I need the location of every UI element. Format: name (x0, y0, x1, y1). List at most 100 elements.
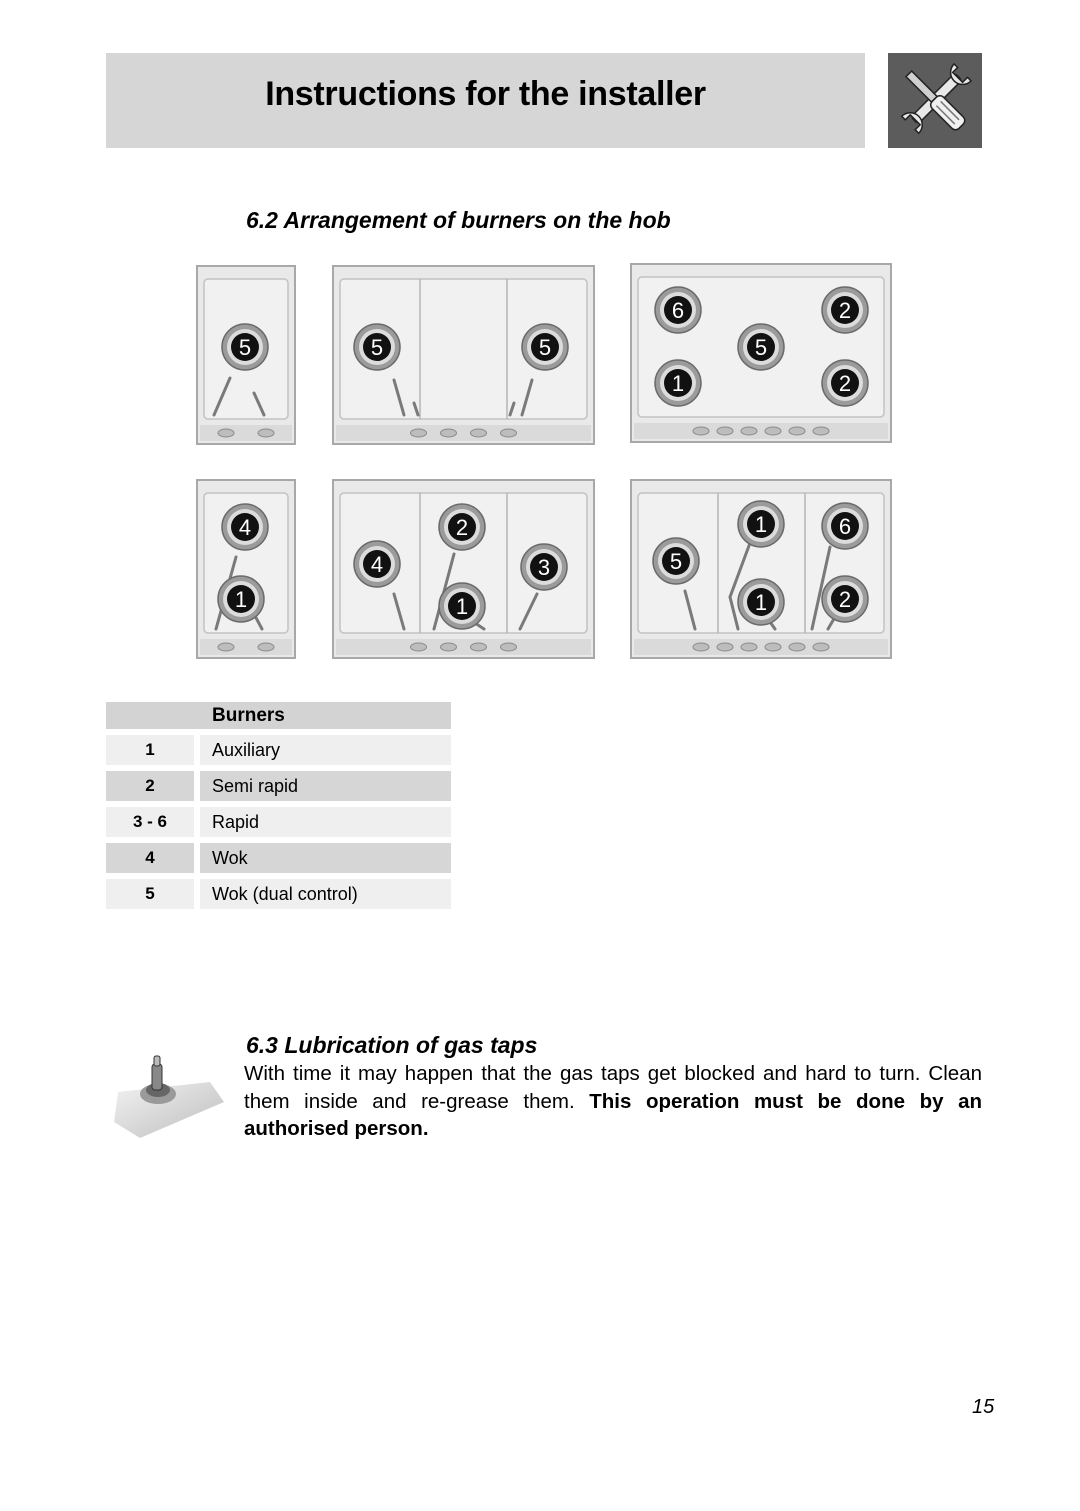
control-knob (410, 428, 427, 438)
table-row: 5 Wok (dual control) (106, 879, 451, 909)
control-knob (410, 642, 427, 652)
burner-number-label: 2 (839, 371, 851, 396)
burner-badge (227, 585, 255, 613)
burner-badge (448, 513, 476, 541)
burner-type: Auxiliary (200, 735, 451, 765)
control-panel (634, 423, 888, 439)
burner-number-label: 5 (239, 335, 251, 360)
table-row: 4 Wok (106, 843, 451, 873)
hob-diagram: 5 (196, 265, 296, 445)
gas-tap-icon (110, 1052, 228, 1140)
control-knob (764, 426, 782, 436)
control-knob (440, 428, 457, 438)
burner-badge (747, 333, 775, 361)
table-row: 2 Semi rapid (106, 771, 451, 801)
burner-number-label: 1 (456, 594, 468, 619)
burner-number-label: 6 (672, 298, 684, 323)
burner-number-label: 2 (456, 515, 468, 540)
hob-diagram: 1 6 5 1 2 (630, 479, 892, 659)
control-knob (692, 642, 710, 652)
tools-icon (888, 53, 982, 148)
lubrication-paragraph: With time it may happen that the gas tap… (244, 1060, 982, 1143)
burner-number-label: 5 (539, 335, 551, 360)
burner-number-label: 2 (839, 298, 851, 323)
burner-number-label: 1 (755, 590, 767, 615)
burner-number: 3 - 6 (106, 807, 194, 837)
control-knob (716, 426, 734, 436)
hob-diagram: 6 2 5 1 2 (630, 263, 892, 443)
burner-number-label: 5 (670, 549, 682, 574)
control-knob (470, 428, 487, 438)
burner-number: 4 (106, 843, 194, 873)
burner-number-label: 1 (755, 512, 767, 537)
burner-number-label: 1 (235, 587, 247, 612)
grate-bar (728, 541, 752, 599)
control-knob (764, 642, 782, 652)
control-knob (812, 642, 830, 652)
hob-surface (339, 492, 588, 634)
page-title: Instructions for the installer (265, 75, 706, 113)
grate-bar (520, 378, 534, 417)
burner-badge (831, 512, 859, 540)
burner-badge (448, 592, 476, 620)
lubrication-warning: This operation must be done by an author… (244, 1089, 982, 1141)
hob-diagram: 4 2 3 1 (332, 479, 595, 659)
hob-drawing: 1 6 5 1 2 (630, 479, 892, 659)
burner-number-label: 4 (371, 552, 383, 577)
burner-badge (531, 333, 559, 361)
control-panel (200, 639, 292, 655)
burner-badge (530, 553, 558, 581)
burner-badge (231, 513, 259, 541)
control-knob (740, 642, 758, 652)
control-knob (500, 428, 517, 438)
grate-bar (252, 391, 266, 417)
burner-badge (831, 585, 859, 613)
grate-bar (728, 595, 740, 631)
hob-drawing: 4 2 3 1 (332, 479, 595, 659)
burner-number-label: 3 (538, 555, 550, 580)
burner-number-label: 5 (755, 335, 767, 360)
control-panel (336, 639, 591, 655)
burner-number-label: 4 (239, 515, 251, 540)
control-knob (716, 642, 734, 652)
burner-badge (662, 547, 690, 575)
control-knob (257, 428, 275, 438)
control-knob (740, 426, 758, 436)
section-title-lubrication: 6.3 Lubrication of gas taps (246, 1032, 538, 1058)
burner-badge (363, 333, 391, 361)
burner-number-label: 5 (371, 335, 383, 360)
burner-number-label: 1 (672, 371, 684, 396)
grate-bar (212, 376, 232, 417)
control-knob (692, 426, 710, 436)
burner-number: 1 (106, 735, 194, 765)
burner-badge (664, 369, 692, 397)
burner-number-label: 2 (839, 587, 851, 612)
hob-drawing: 41 (196, 479, 296, 659)
burners-table-header: Burners (106, 702, 451, 729)
hob-surface (339, 278, 588, 420)
grate-bar (392, 378, 406, 417)
grate-bar (683, 589, 697, 631)
burner-badge (363, 550, 391, 578)
burner-number-label: 6 (839, 514, 851, 539)
section-title-burners: 6.2 Arrangement of burners on the hob (246, 207, 671, 233)
hob-drawing: 5 (196, 265, 296, 445)
burner-type: Semi rapid (200, 771, 451, 801)
burners-table: Burners 1 Auxiliary 2 Semi rapid 3 - 6 R… (106, 702, 451, 909)
control-panel (634, 639, 888, 655)
hob-drawing: 6 2 5 1 2 (630, 263, 892, 443)
grate-bar (392, 592, 406, 631)
burner-badge (831, 369, 859, 397)
control-knob (788, 426, 806, 436)
burner-number: 2 (106, 771, 194, 801)
control-panel (200, 425, 292, 441)
control-knob (440, 642, 457, 652)
grate-bar (518, 592, 539, 631)
grate-bar (508, 401, 516, 417)
burner-badge (231, 333, 259, 361)
burner-badge (747, 510, 775, 538)
burner-number: 5 (106, 879, 194, 909)
table-row: 1 Auxiliary (106, 735, 451, 765)
burner-type: Wok (200, 843, 451, 873)
